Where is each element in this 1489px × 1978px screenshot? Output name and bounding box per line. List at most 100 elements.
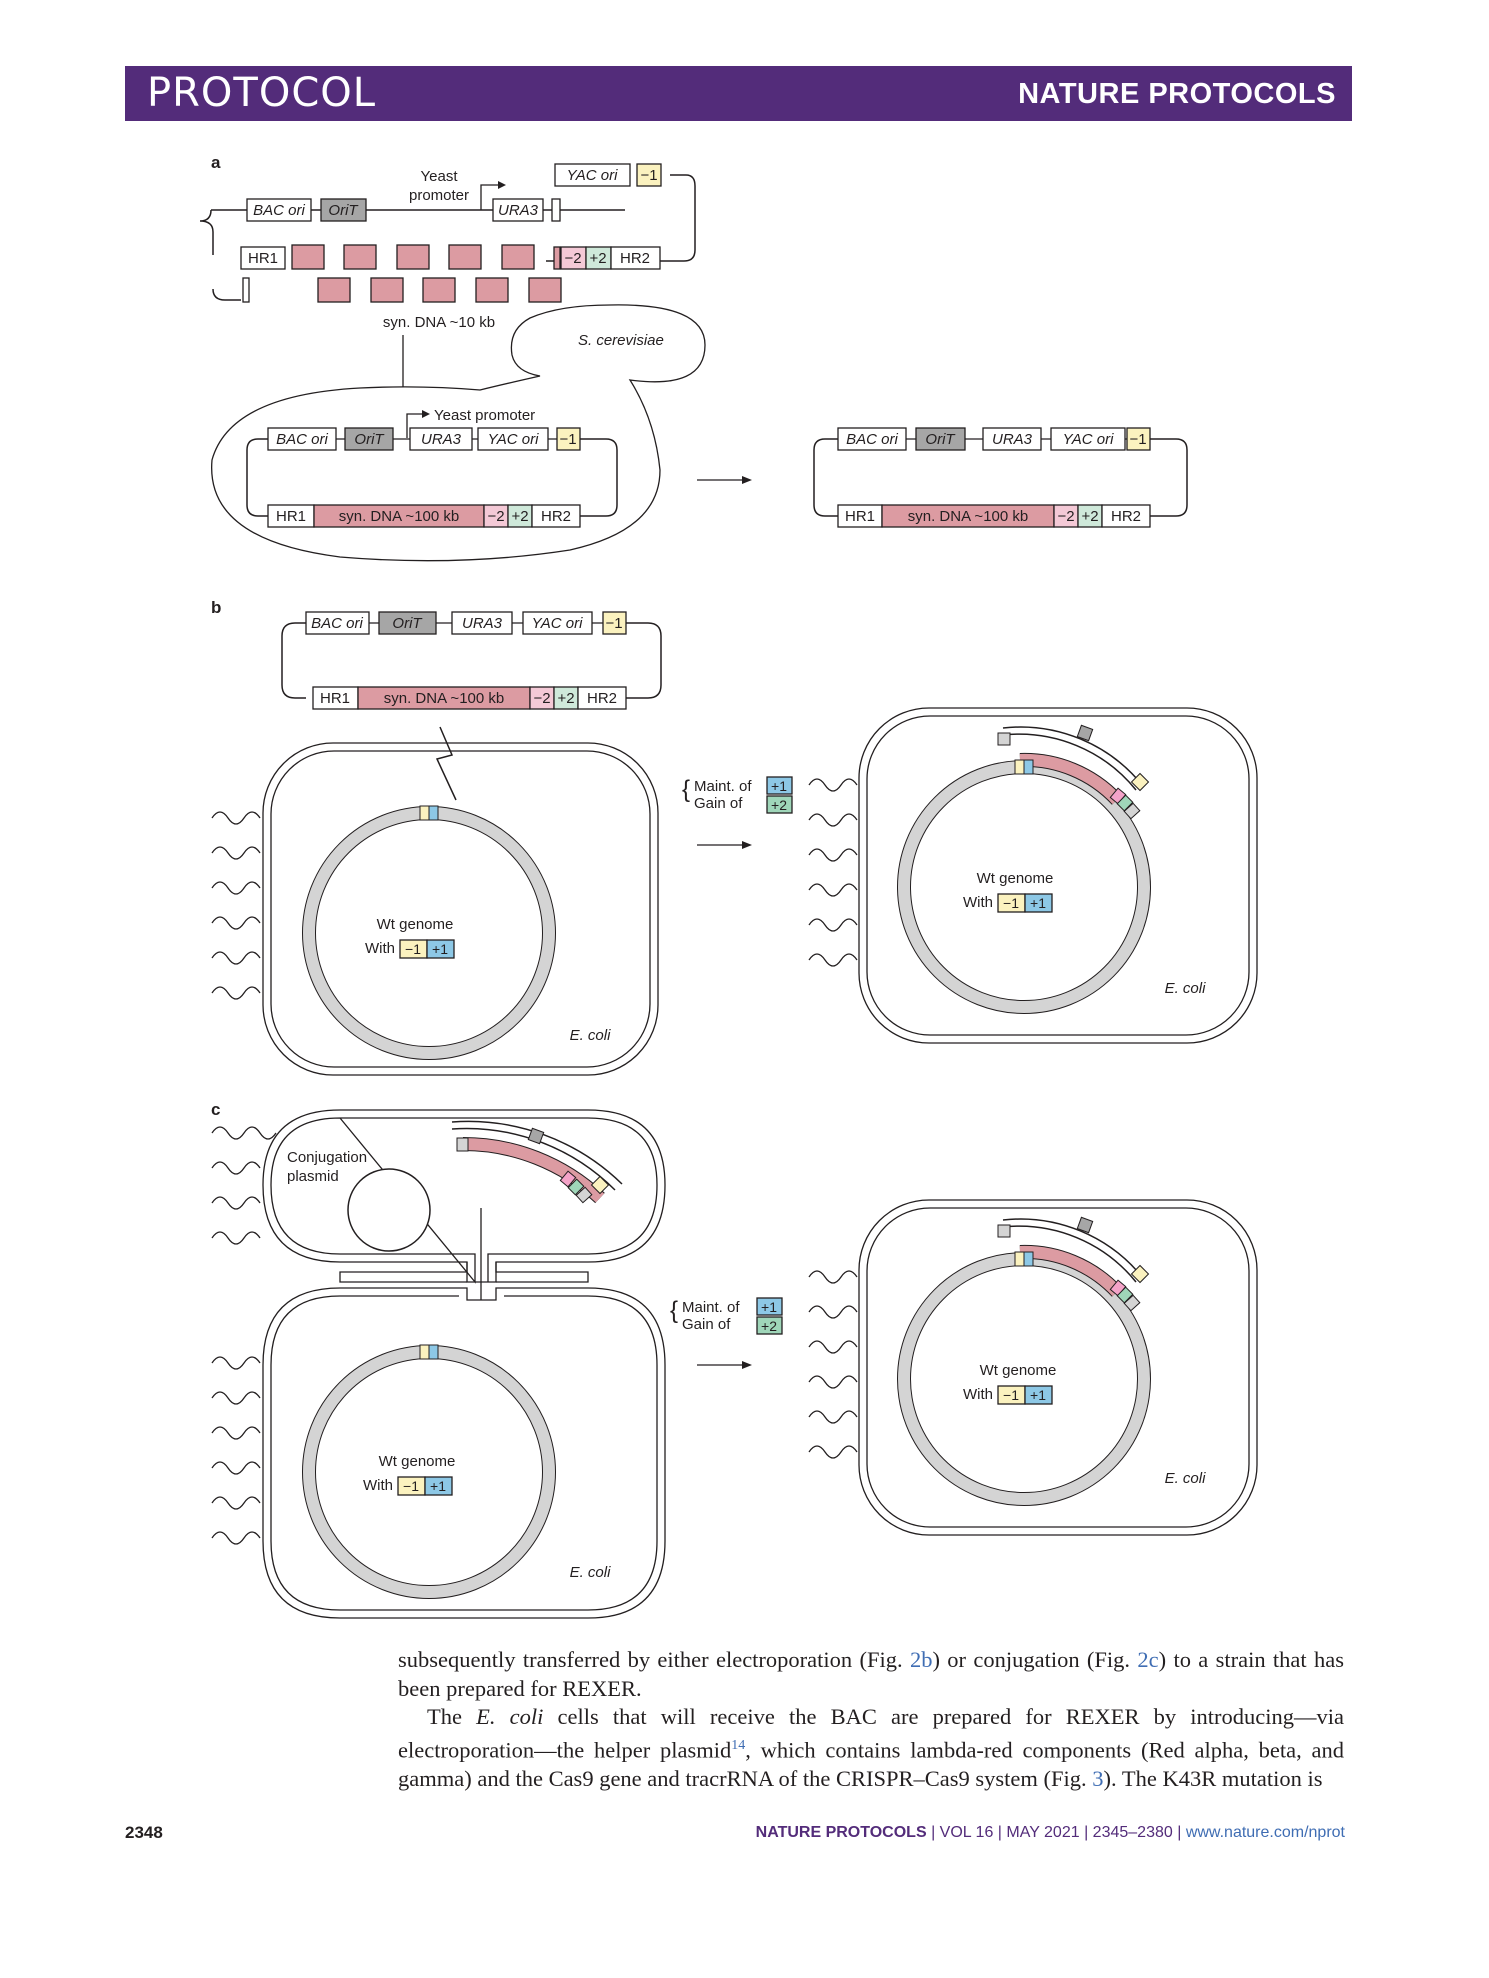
- svg-text:−2: −2: [487, 508, 504, 525]
- panel-a: Yeast promoter BAC ori OriT URA3 YAC ori…: [199, 163, 1188, 562]
- s-cerevisiae-label: S. cerevisiae: [578, 332, 664, 349]
- journal-name: NATURE PROTOCOLS: [1018, 78, 1336, 110]
- panel-label-b: b: [211, 598, 221, 617]
- panel-b: BAC ori OriT URA3 YAC ori −1 HR1 syn. DN…: [211, 611, 1258, 1076]
- svg-text:−2: −2: [533, 690, 550, 707]
- svg-text:URA3: URA3: [992, 431, 1033, 448]
- panel-label-c: c: [211, 1100, 220, 1119]
- yeast-promoter-label-1: Yeast: [421, 168, 459, 185]
- svg-text:+2: +2: [771, 797, 787, 813]
- svg-text:+1: +1: [430, 1478, 446, 1494]
- hr2-box: [610, 246, 661, 270]
- fig-ref-2c[interactable]: 2c: [1137, 1647, 1159, 1672]
- svg-text:HR1: HR1: [320, 690, 350, 707]
- svg-text:plasmid: plasmid: [287, 1168, 339, 1185]
- svg-text:+2: +2: [761, 1318, 777, 1334]
- svg-text:YAC ori: YAC ori: [488, 431, 540, 448]
- flagella-c-right: [808, 1270, 858, 1459]
- svg-text:HR1: HR1: [276, 508, 306, 525]
- hr2-label: HR2: [620, 250, 650, 267]
- orit-label: OriT: [328, 202, 359, 219]
- panel-label-a: a: [211, 153, 221, 172]
- yac-ori-label: YAC ori: [567, 167, 619, 184]
- svg-text:+1: +1: [1030, 1387, 1046, 1403]
- panel-c: Conjugation plasmid: [211, 1109, 1258, 1619]
- flagella-c-donor: [211, 1126, 277, 1245]
- svg-text:BAC ori: BAC ori: [846, 431, 898, 448]
- ura3-box: [492, 198, 544, 222]
- yac-ori-box: [554, 163, 631, 187]
- svg-text:HR1: HR1: [845, 508, 875, 525]
- svg-text:URA3: URA3: [462, 615, 503, 632]
- svg-text:With: With: [963, 1386, 993, 1403]
- footer-citation: NATURE PROTOCOLS | VOL 16 | MAY 2021 | 2…: [755, 1824, 1345, 1841]
- plus2-label: +2: [589, 250, 606, 267]
- svg-text:HR2: HR2: [587, 690, 617, 707]
- electroporation-icon: [435, 726, 457, 801]
- minus1-box: [636, 163, 662, 187]
- svg-text:BAC ori: BAC ori: [276, 431, 328, 448]
- svg-text:E. coli: E. coli: [1165, 1470, 1207, 1487]
- svg-text:E. coli: E. coli: [570, 1564, 612, 1581]
- bac-ori-box: [246, 198, 312, 222]
- fig-ref-3[interactable]: 3: [1092, 1765, 1104, 1791]
- svg-text:URA3: URA3: [421, 431, 462, 448]
- svg-text:Maint. of: Maint. of: [694, 778, 752, 795]
- svg-text:+2: +2: [511, 508, 528, 525]
- svg-text:OriT: OriT: [925, 431, 956, 448]
- svg-text:With: With: [365, 940, 395, 957]
- vector-isolated: BAC ori OriT URA3 YAC ori −1 HR1 syn. DN…: [813, 427, 1188, 528]
- conjugation-plasmid: [347, 1168, 431, 1252]
- donor-cell: [262, 1109, 666, 1283]
- svg-text:Wt genome: Wt genome: [377, 916, 454, 933]
- svg-text:+1: +1: [761, 1299, 777, 1315]
- svg-text:{: {: [682, 776, 690, 803]
- svg-text:BAC ori: BAC ori: [311, 615, 363, 632]
- svg-text:Maint. of: Maint. of: [682, 1299, 740, 1316]
- svg-text:E. coli: E. coli: [570, 1027, 612, 1044]
- svg-text:With: With: [363, 1477, 393, 1494]
- svg-text:YAC ori: YAC ori: [532, 615, 584, 632]
- svg-text:−1: −1: [405, 941, 421, 957]
- svg-text:syn. DNA ~100 kb: syn. DNA ~100 kb: [908, 508, 1028, 525]
- svg-text:syn. DNA ~100 kb: syn. DNA ~100 kb: [384, 690, 504, 707]
- yeast-promoter-label-2: promoter: [409, 187, 469, 204]
- syn-dna-10kb-label: syn. DNA ~10 kb: [383, 314, 495, 331]
- flagella-b-right: [808, 778, 858, 967]
- svg-text:+1: +1: [771, 778, 787, 794]
- svg-text:+2: +2: [557, 690, 574, 707]
- svg-text:HR2: HR2: [541, 508, 571, 525]
- svg-text:−1: −1: [1003, 1387, 1019, 1403]
- svg-text:Gain of: Gain of: [694, 795, 743, 812]
- svg-text:{: {: [670, 1297, 678, 1324]
- svg-text:−1: −1: [605, 615, 622, 632]
- svg-text:Wt genome: Wt genome: [379, 1453, 456, 1470]
- section-label: PROTOCOL: [147, 70, 377, 116]
- citation-14[interactable]: 14: [731, 1737, 746, 1753]
- journal-url[interactable]: www.nature.com/nprot: [1185, 1824, 1345, 1841]
- vector-yeast: BAC ori OriT URA3 YAC ori −1 HR1 syn. DN…: [246, 427, 618, 528]
- svg-text:+2: +2: [1081, 508, 1098, 525]
- svg-text:+1: +1: [432, 941, 448, 957]
- header-banner: PROTOCOL NATURE PROTOCOLS: [125, 66, 1352, 121]
- svg-text:−1: −1: [1129, 431, 1146, 448]
- orit-box: [320, 198, 367, 222]
- minus2-label: −2: [564, 250, 581, 267]
- svg-text:−1: −1: [1003, 895, 1019, 911]
- svg-text:OriT: OriT: [354, 431, 385, 448]
- minus1-label: −1: [640, 167, 657, 184]
- promoter-arrow: [480, 184, 500, 210]
- svg-text:HR2: HR2: [1111, 508, 1141, 525]
- hr1-box: [240, 246, 286, 270]
- svg-text:OriT: OriT: [392, 615, 423, 632]
- fig-ref-2b[interactable]: 2b: [909, 1647, 933, 1672]
- svg-text:−1: −1: [403, 1478, 419, 1494]
- svg-text:syn. DNA ~100 kb: syn. DNA ~100 kb: [339, 508, 459, 525]
- svg-text:YAC ori: YAC ori: [1063, 431, 1115, 448]
- hr1-label: HR1: [248, 250, 278, 267]
- svg-text:Gain of: Gain of: [682, 1316, 731, 1333]
- svg-text:−2: −2: [1057, 508, 1074, 525]
- page-number: 2348: [125, 1823, 163, 1842]
- paragraph-1: subsequently transferred by either elect…: [398, 1647, 1344, 1701]
